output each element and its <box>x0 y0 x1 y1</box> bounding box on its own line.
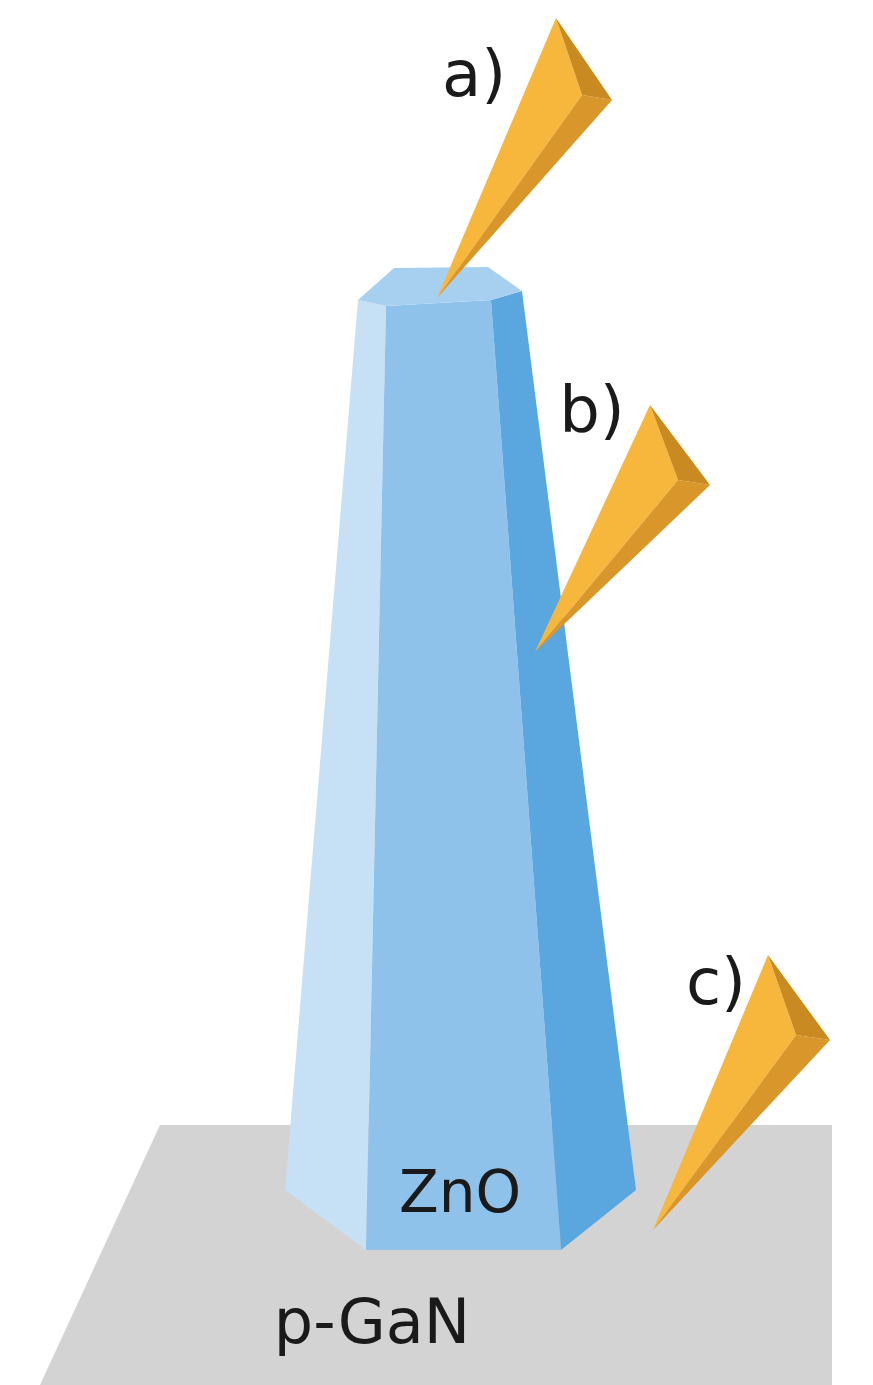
tip-label: c) <box>686 947 746 1017</box>
face <box>358 267 522 306</box>
afm-tip-a <box>437 18 612 298</box>
tip-label: a) <box>442 39 506 109</box>
material-label: p-GaN <box>274 1288 470 1356</box>
face <box>491 291 636 1250</box>
material-label: ZnO <box>399 1161 521 1225</box>
face <box>40 1125 832 1385</box>
tip-label: b) <box>559 375 625 445</box>
